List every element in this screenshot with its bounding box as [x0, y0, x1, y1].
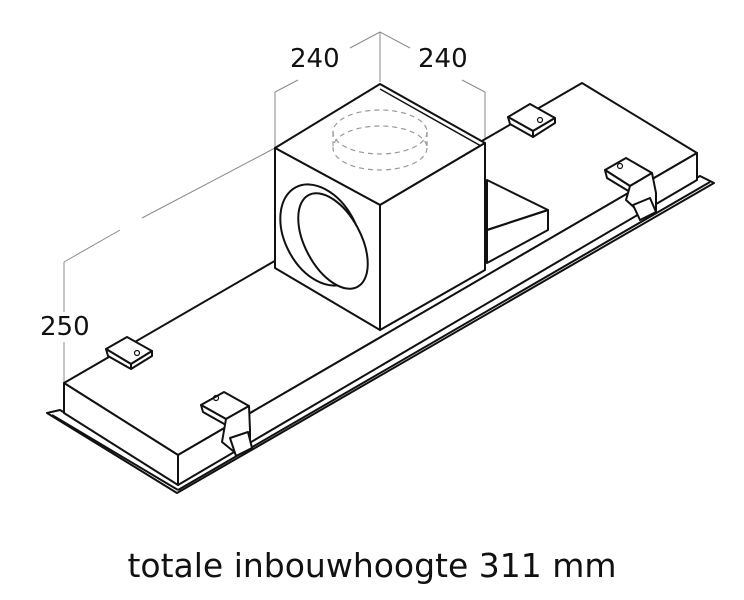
frame-flange: [46, 175, 715, 494]
dimension-width-right: 240: [418, 44, 468, 74]
dimension-width-left: 240: [290, 44, 340, 74]
dimension-height: 250: [40, 312, 90, 342]
caption-total-height: totale inbouwhoogte 311 mm: [127, 546, 617, 585]
mounting-clips: [105, 103, 657, 457]
hood-drawing: [46, 31, 715, 494]
top-outlet-hidden: [332, 109, 428, 171]
side-block: [486, 179, 549, 264]
side-outlet: [279, 183, 369, 290]
dimension-lines: [63, 31, 486, 383]
